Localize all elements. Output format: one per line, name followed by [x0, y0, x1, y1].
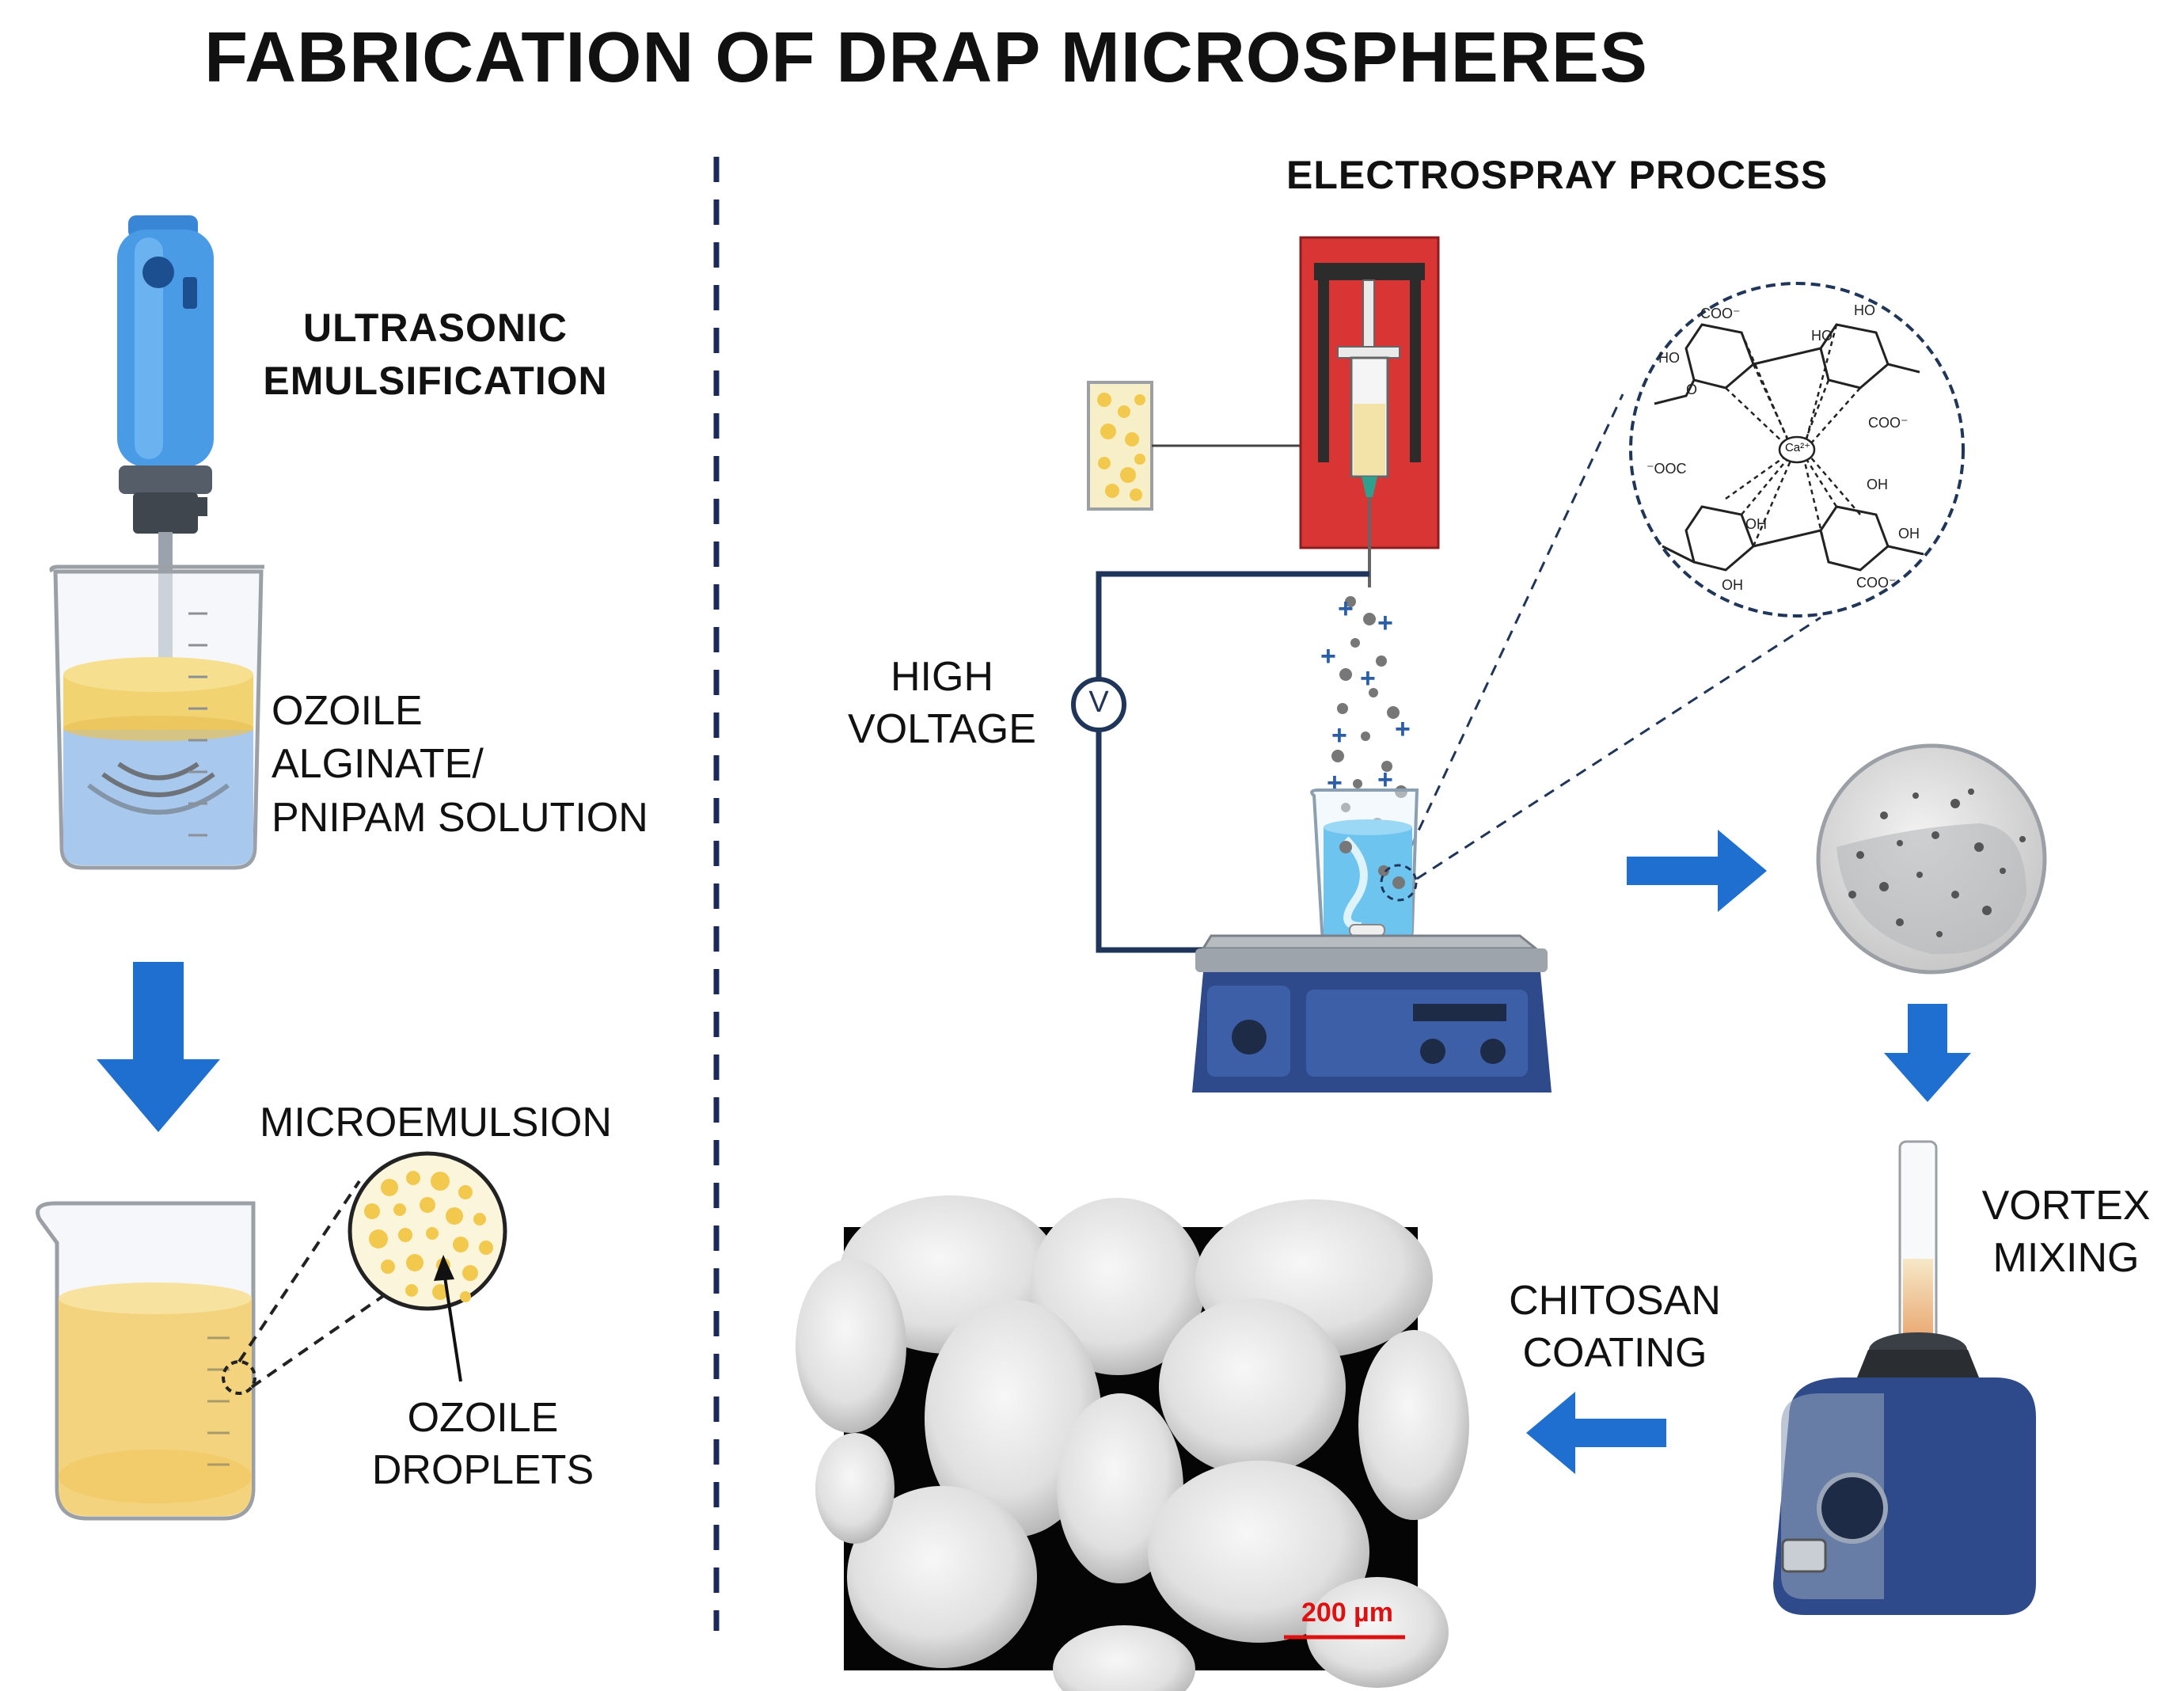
svg-text:COO⁻: COO⁻	[1868, 415, 1909, 431]
droplets-label-line1: OZOILE	[407, 1395, 559, 1441]
magnetic-stirrer	[1192, 934, 1552, 1092]
high-voltage-circuit	[1071, 571, 1369, 953]
collection-beaker	[1310, 788, 1419, 944]
voltage-label-line1: HIGH	[891, 654, 993, 700]
vortex-label-line1: VORTEX	[1981, 1183, 2151, 1229]
svg-text:HO: HO	[1854, 302, 1875, 318]
solution-label-line2: ALGINATE/	[272, 741, 484, 787]
zoom-line-upper	[1401, 393, 1624, 865]
voltage-label-line2: VOLTAGE	[848, 706, 1036, 752]
alginate-calcium-structure: COO⁻ HO HO HO COO⁻ ⁻OOC OH OH OH OH COO⁻ O	[1629, 282, 1965, 618]
scale-bar-label: 200 µm	[1301, 1598, 1393, 1628]
microemulsion-zoom	[237, 1151, 507, 1389]
svg-text:OH: OH	[1867, 477, 1888, 492]
svg-text:O: O	[1686, 382, 1697, 397]
figure-title: FABRICATION OF DRAP MICROSPHERES	[204, 18, 1648, 97]
svg-text:+: +	[1320, 641, 1336, 671]
svg-text:+: +	[1338, 594, 1354, 624]
arrow-down-left	[97, 962, 220, 1132]
svg-text:+: +	[1331, 720, 1347, 750]
alginate-cartridge	[1087, 381, 1362, 511]
arrow-left-to-sem	[1526, 1392, 1666, 1474]
microemulsion-label: MICROEMULSION	[260, 1100, 612, 1146]
svg-text:OH: OH	[1745, 516, 1767, 532]
zoom-line-lower	[1416, 616, 1821, 880]
svg-text:OH: OH	[1898, 526, 1920, 542]
ultrasonic-header-line2: EMULSIFICATION	[263, 359, 608, 403]
svg-text:+: +	[1360, 663, 1376, 694]
beaker-microemulsion	[36, 1201, 256, 1521]
solution-label-line1: OZOILE	[272, 688, 423, 734]
svg-text:COO⁻: COO⁻	[1856, 575, 1897, 591]
chitosan-label-line2: COATING	[1522, 1330, 1707, 1376]
calcium-ion-label: Ca²⁺	[1784, 441, 1811, 454]
sem-micrograph	[796, 1195, 1469, 1691]
svg-text:+: +	[1395, 714, 1411, 744]
svg-text:OH: OH	[1722, 577, 1743, 593]
arrow-down-right	[1884, 1004, 1971, 1102]
vortex-label-line2: MIXING	[1992, 1235, 2140, 1281]
solution-label-line3: PNIPAM SOLUTION	[272, 795, 648, 841]
svg-text:+: +	[1377, 765, 1393, 795]
droplets-label-line2: DROPLETS	[371, 1447, 594, 1493]
electrospray-header: ELECTROSPRAY PROCESS	[1286, 153, 1829, 197]
beaker-two-phase	[49, 564, 264, 870]
svg-text:+: +	[1377, 608, 1393, 638]
svg-text:HO: HO	[1811, 328, 1833, 344]
petri-dish-beads	[1816, 743, 2047, 975]
ultrasonic-header-line1: ULTRASONIC	[302, 306, 568, 350]
voltmeter-symbol: V	[1088, 686, 1109, 719]
svg-text:COO⁻: COO⁻	[1700, 306, 1741, 321]
spray-particles: +++ +++ +++	[1320, 594, 1411, 852]
svg-text:HO: HO	[1658, 350, 1680, 366]
vortex-mixer	[1773, 1140, 2036, 1615]
chitosan-label-line1: CHITOSAN	[1509, 1278, 1721, 1324]
arrow-right-to-petri	[1627, 830, 1767, 912]
syringe-pump	[1299, 236, 1440, 587]
svg-text:⁻OOC: ⁻OOC	[1647, 461, 1687, 477]
